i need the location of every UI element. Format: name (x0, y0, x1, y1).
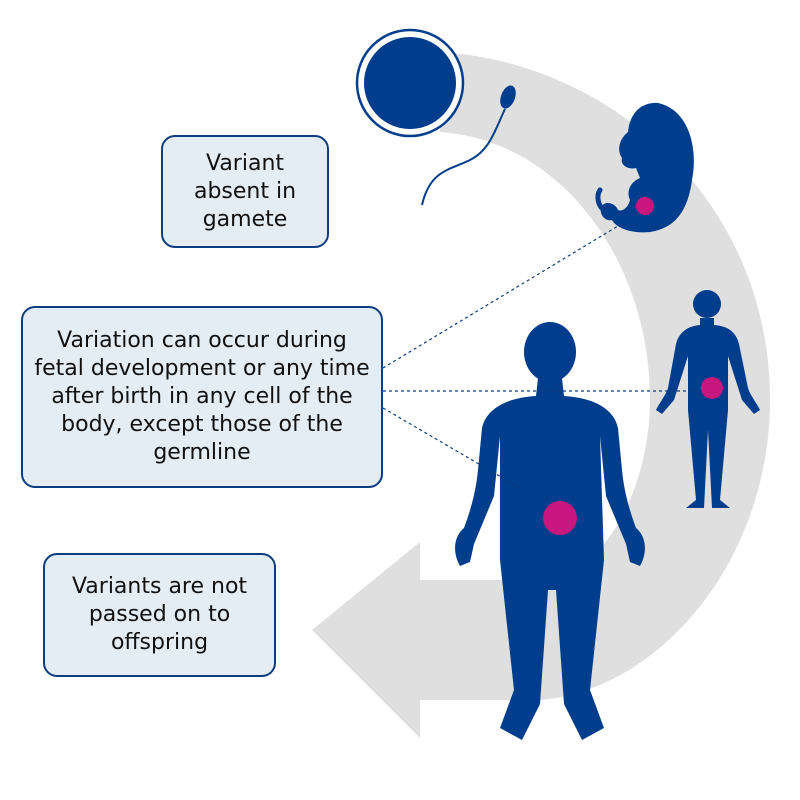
egg-cell-icon (355, 28, 465, 138)
leader-line-fetus (382, 225, 619, 369)
callout-gamete-text: Variant absent in gamete (193, 150, 297, 232)
callout-variation-text: Variation can occur during fetal develop… (34, 328, 370, 465)
leader-line-adult (382, 407, 521, 489)
sperm-cell-icon (421, 85, 516, 206)
leader-lines (382, 225, 700, 489)
callout-variation-occurrence: Variation can occur during fetal develop… (21, 306, 383, 488)
callout-offspring-text: Variants are not passed on to offspring (71, 574, 248, 655)
child-figure-icon (656, 290, 760, 508)
adult-figure-icon (455, 322, 645, 740)
callout-not-passed-to-offspring: Variants are not passed on to offspring (43, 553, 276, 677)
callout-variant-absent-in-gamete: Variant absent in gamete (161, 135, 329, 248)
fetus-icon (595, 102, 694, 233)
